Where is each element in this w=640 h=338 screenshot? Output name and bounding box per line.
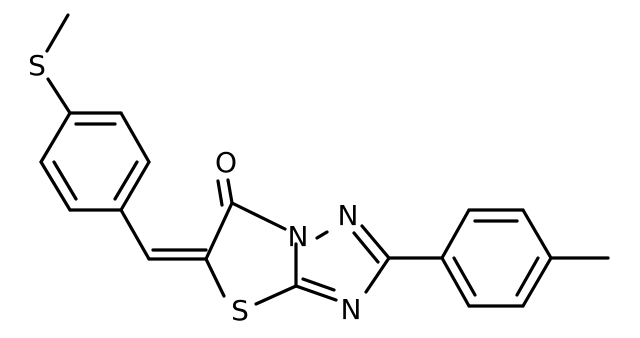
bond-n1-c2 <box>360 224 391 260</box>
bond-n4-c7a <box>294 284 338 302</box>
bond <box>39 160 72 212</box>
bond-carbonyl-a <box>226 178 234 205</box>
bonds <box>39 13 610 308</box>
bond-n4-c7a-double <box>301 277 336 292</box>
bond <box>521 208 553 260</box>
bond-c5-c6 <box>204 201 234 261</box>
bond-n1-c2-double <box>352 231 380 264</box>
left-benzene-ring <box>39 111 151 212</box>
bond <box>39 111 72 164</box>
right-benzene-ring <box>440 208 553 308</box>
inner-bond <box>113 160 139 201</box>
bond-c6-n <box>230 201 287 231</box>
bond <box>119 160 151 212</box>
bond <box>119 111 151 164</box>
bond-carbonyl-b <box>216 179 224 207</box>
atom-labels: S O N N N S <box>28 49 361 327</box>
bond <box>440 256 471 308</box>
inner-bond <box>515 256 540 297</box>
atom-s-ring: S <box>231 294 249 327</box>
bond-s-c5 <box>204 257 226 298</box>
thiazolone-ring <box>204 201 298 306</box>
atom-s-methylthio: S <box>28 49 46 82</box>
bond-c2-n4 <box>364 256 391 294</box>
atom-n1-triazole: N <box>338 199 359 232</box>
inner-bond <box>452 256 477 297</box>
triazole-ring <box>294 224 391 302</box>
bond-c7a-s <box>254 284 298 306</box>
bond-methyl-s <box>45 13 70 53</box>
bond <box>521 256 553 308</box>
atom-n4-triazole: N <box>341 293 362 326</box>
inner-bond <box>52 160 78 201</box>
bond-aryl-ch <box>119 208 151 261</box>
atom-o-carbonyl: O <box>215 146 237 179</box>
bond-s-aryl <box>46 77 72 115</box>
bond-n-n <box>315 230 329 240</box>
atom-n-bridgehead: N <box>288 220 309 253</box>
bond <box>440 208 471 260</box>
